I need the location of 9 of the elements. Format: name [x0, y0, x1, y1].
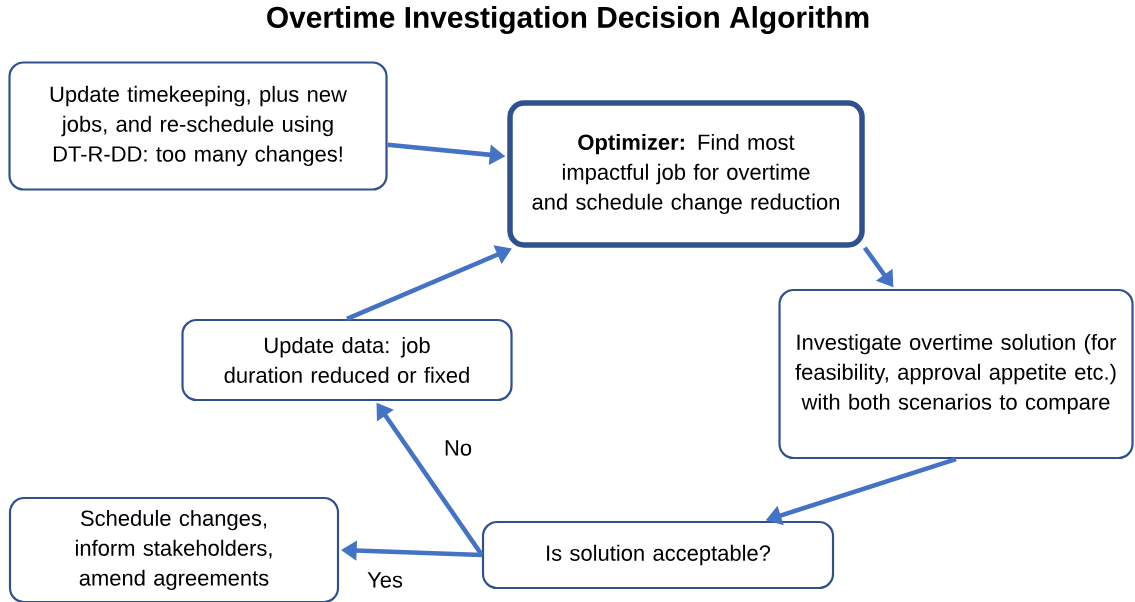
title: Overtime Investigation Decision Algorithm — [267, 6, 869, 34]
process-box: Update data: job duration reduced or fixed — [181, 318, 513, 402]
process-box: Investigate overtime solution (for feasibility, approval appetite etc.) with both scenarios to compare — [778, 288, 1134, 460]
process-box: Is solution acceptable? — [481, 520, 835, 590]
edge-label: Yes — [365, 570, 405, 590]
highlighted-box: Optimizer: Find most impactful job for overtime and schedule change reduction — [507, 100, 865, 248]
process-box: Update timekeeping, plus new jobs, and re-schedule using DT-R-DD: too many changes! — [8, 61, 388, 191]
edge-label: No — [442, 438, 474, 458]
process-box: Schedule changes, inform stakeholders, amend agreements — [8, 496, 340, 602]
